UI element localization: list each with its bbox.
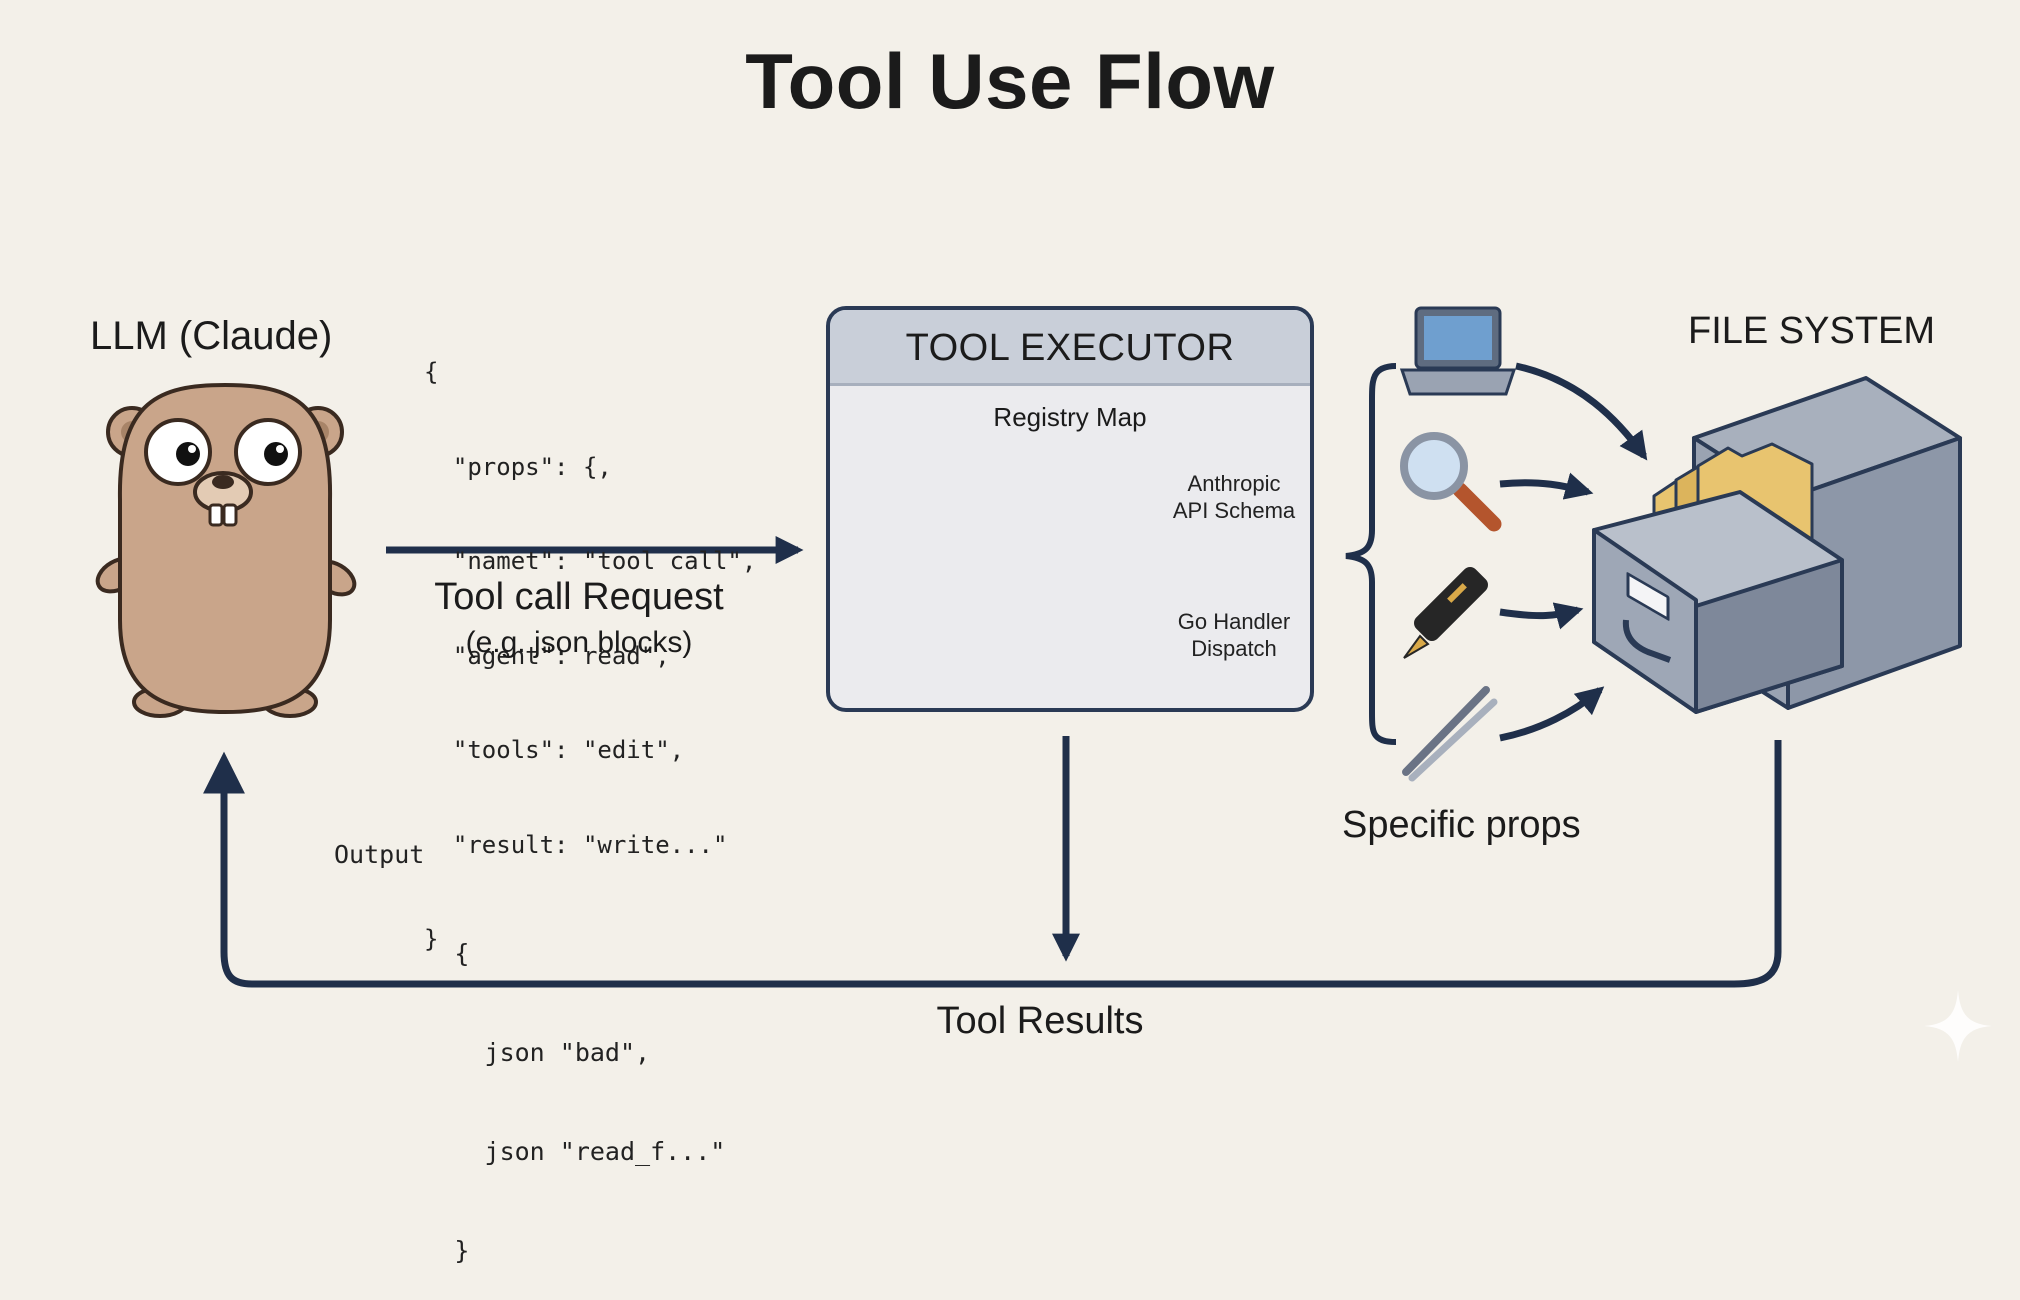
code-line: "namet": "tool call", (424, 547, 757, 575)
diagram-canvas (95, 306, 1992, 1062)
code-line: "tools": "edit", (424, 736, 685, 764)
tool-results-label: Tool Results (936, 1000, 1144, 1042)
dispatch-label-line: Dispatch (1191, 636, 1277, 661)
magnifier-icon (1400, 432, 1502, 532)
request-sublabel: (e.g. json blocks) (465, 626, 693, 659)
tool-executor-box: TOOL EXECUTOR Registry Map Anthropic API… (826, 306, 1314, 712)
llm-label: LLM (Claude) (90, 314, 333, 358)
results-return-path (203, 740, 1782, 988)
dispatch-label: Go Handler Dispatch (1154, 608, 1310, 662)
request-code-block: { "props": {, "namet": "tool call", "age… (424, 294, 756, 987)
output-code-line: Output (334, 840, 425, 869)
output-code-line: json "bad", (334, 1038, 651, 1067)
code-line: "agent": read", (424, 641, 670, 670)
gopher-mascot (95, 382, 357, 718)
code-line: "result: "write..." (424, 830, 728, 859)
registry-label: Registry Map (993, 402, 1147, 432)
code-line: { (424, 358, 439, 386)
file-system-label: FILE SYSTEM (1688, 310, 1936, 352)
schema-label-line: Anthropic (1187, 471, 1281, 496)
output-code-line: { (334, 939, 470, 968)
output-code-line: json "read_f..." (334, 1137, 726, 1166)
request-label: Tool call Request (434, 576, 724, 618)
props-arrows (1499, 362, 1648, 742)
dispatch-label-line: Go Handler (1177, 609, 1291, 634)
schema-label: Anthropic API Schema (1154, 470, 1310, 524)
schema-label-line: API Schema (1172, 498, 1296, 523)
pen-icon (1403, 567, 1488, 659)
props-brace (1345, 363, 1397, 745)
specific-props-label: Specific props (1342, 804, 1581, 846)
tweezers-icon (1402, 686, 1498, 782)
laptop-icon (1399, 306, 1517, 396)
code-line: } (424, 925, 439, 953)
code-line: "props": {, (424, 452, 612, 481)
sparkle-icon (1924, 990, 1992, 1062)
file-cabinet-icon (1592, 376, 1962, 714)
executor-title: TOOL EXECUTOR (830, 310, 1310, 386)
output-code-line: } (334, 1236, 470, 1265)
output-code-block: Output { json "bad", json "read_f..." } (334, 772, 725, 1300)
diagram-title: Tool Use Flow (745, 37, 1275, 125)
